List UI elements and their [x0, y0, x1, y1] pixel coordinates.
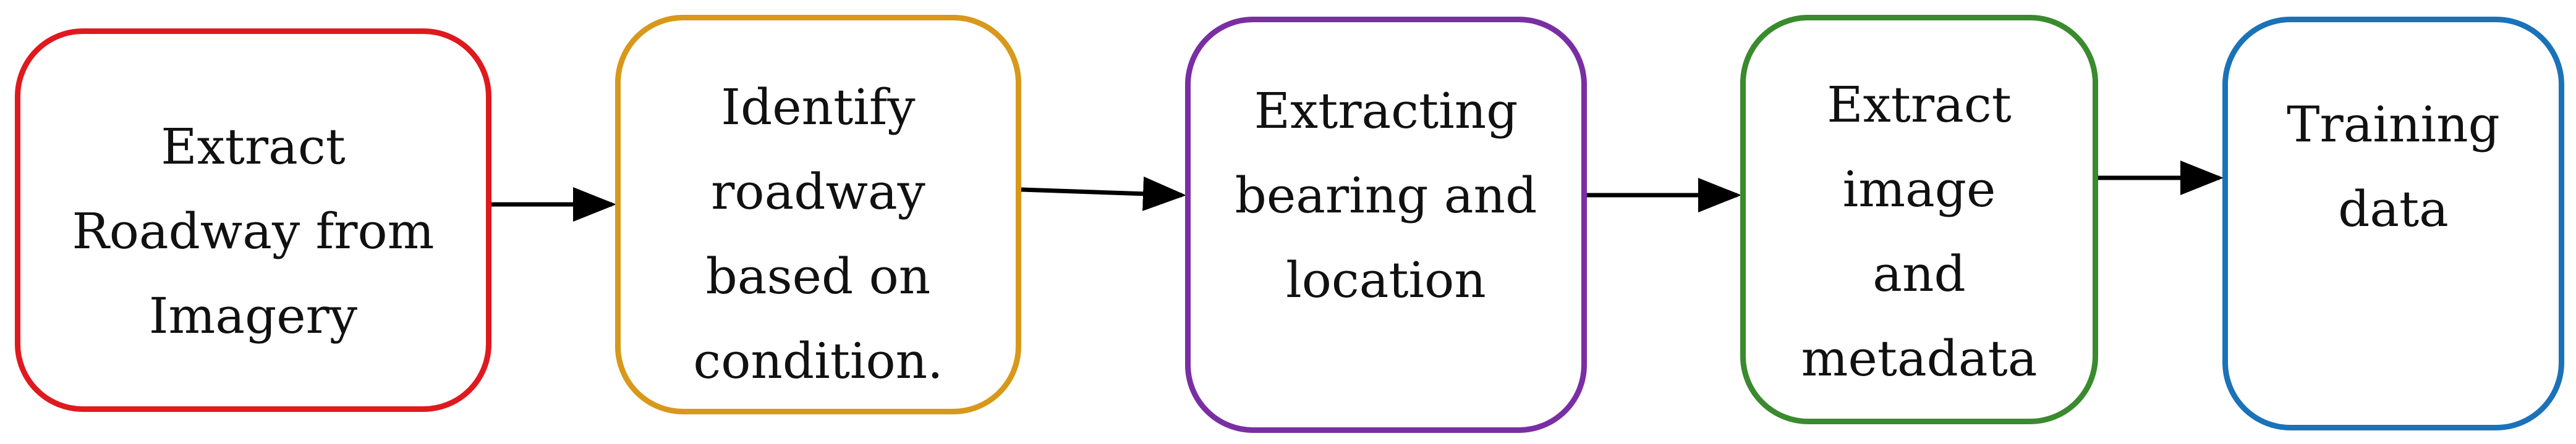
- step-identify-roadway-label: Identify roadway based on condition.: [693, 78, 943, 390]
- step-extracting-bearing: Extracting bearing and location: [1185, 17, 1587, 433]
- step-identify-roadway: Identify roadway based on condition.: [615, 15, 1021, 414]
- step-training-data: Training data: [2222, 17, 2564, 430]
- step-extracting-bearing-label: Extracting bearing and location: [1235, 82, 1537, 309]
- step-training-data-label: Training data: [2287, 96, 2500, 238]
- step-extract-image-label: Extract image and metadata: [1801, 76, 2038, 387]
- step-extract-image: Extract image and metadata: [1740, 15, 2098, 424]
- step-extract-roadway-label: Extract Roadway from Imagery: [72, 118, 435, 345]
- arrow-2-to-3: [1021, 176, 1186, 211]
- step-extract-roadway: Extract Roadway from Imagery: [15, 28, 491, 412]
